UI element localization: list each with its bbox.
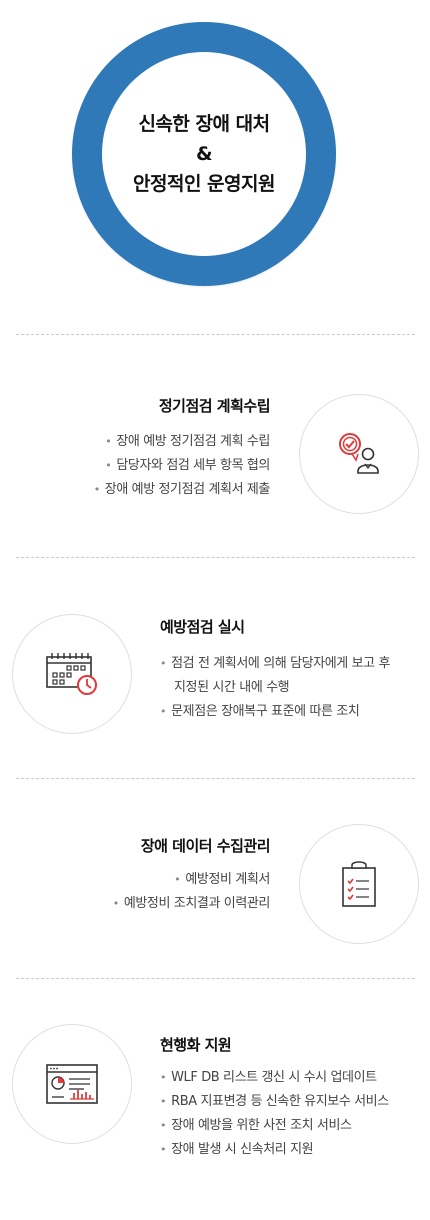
bullet-list-data-collection: •예방정비 계획서 •예방정비 조치결과 이력관리	[112, 868, 271, 916]
hero-text-block: 신속한 장애 대처 & 안정적인 운영지원	[102, 52, 306, 256]
section-divider	[16, 334, 415, 335]
section-title-data-collection: 장애 데이터 수집관리	[140, 837, 271, 855]
icon-circle-data-collection	[299, 824, 419, 944]
section-divider	[16, 557, 415, 558]
section-title-planning: 정기점검 계획수립	[158, 397, 271, 415]
list-item: •장애 예방 정기점검 계획 수립	[105, 434, 270, 449]
section-title-inspection: 예방점검 실시	[160, 618, 245, 636]
clipboard-checklist-icon	[342, 861, 376, 907]
bullet-list-planning: •장애 예방 정기점검 계획 수립 •담당자와 점검 세부 항목 협의 •장애 …	[93, 430, 271, 502]
section-divider	[16, 778, 415, 779]
hero-line-1: 신속한 장애 대처	[138, 113, 270, 135]
bullet-list-update-support: •WLF DB 리스트 갱신 시 수시 업데이트 •RBA 지표변경 등 신속한…	[160, 1066, 389, 1162]
list-item: •장애 발생 시 신속처리 지원	[160, 1142, 314, 1157]
list-item: •장애 예방을 위한 사전 조치 서비스	[160, 1118, 352, 1133]
list-item: •예방정비 계획서	[174, 872, 270, 887]
calendar-clock-icon	[46, 653, 97, 695]
list-item: •담당자와 점검 세부 항목 협의	[105, 458, 270, 473]
hero-line-3: 안정적인 운영지원	[133, 173, 275, 195]
checkmark-person-icon	[339, 433, 379, 474]
icon-circle-update-support	[12, 1024, 132, 1144]
hero-ampersand: &	[195, 143, 213, 165]
dashboard-window-icon	[46, 1064, 98, 1104]
section-divider	[16, 978, 415, 979]
list-item: •예방정비 조치결과 이력관리	[112, 896, 271, 911]
list-item: •WLF DB 리스트 갱신 시 수시 업데이트	[160, 1070, 377, 1085]
list-item: •문제점은 장애복구 표준에 따른 조치	[160, 704, 360, 719]
list-item: •RBA 지표변경 등 신속한 유지보수 서비스	[160, 1094, 389, 1109]
hero-ring: 신속한 장애 대처 & 안정적인 운영지원	[72, 22, 336, 286]
icon-circle-planning	[299, 394, 419, 514]
icon-circle-inspection	[12, 614, 132, 734]
list-item: •장애 예방 정기점검 계획서 제출	[93, 482, 271, 497]
section-title-update-support: 현행화 지원	[160, 1036, 232, 1054]
